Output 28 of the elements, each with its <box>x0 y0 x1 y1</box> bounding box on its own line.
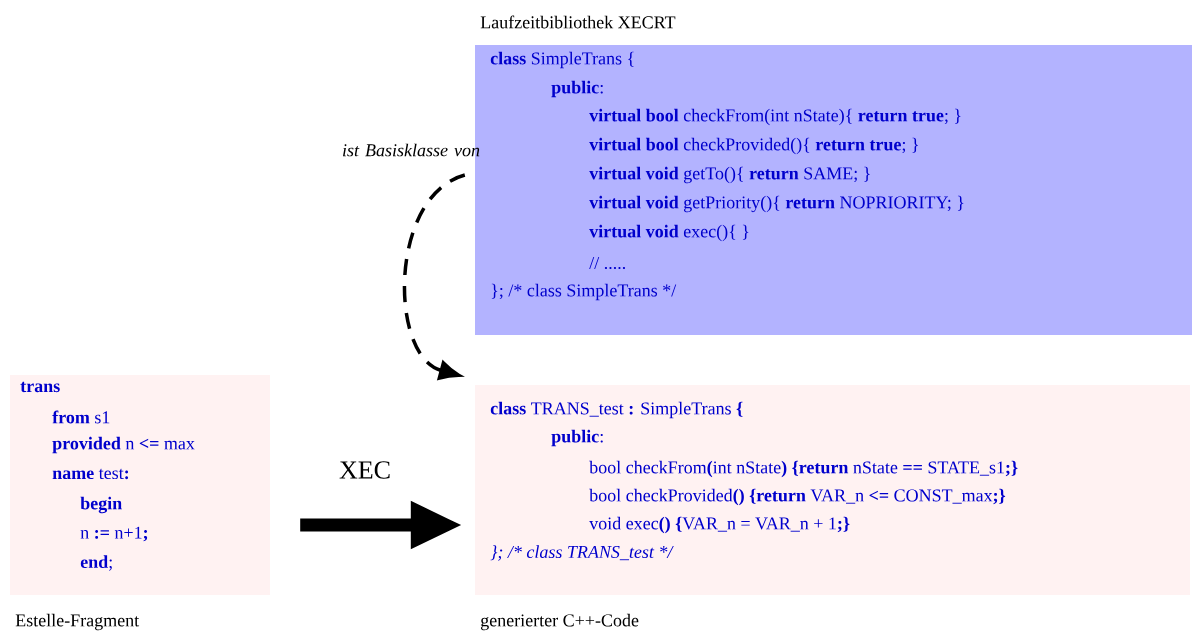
code-line: virtual void getPriority(){ return NOPRIORITY; } <box>589 195 964 213</box>
code-line: trans <box>20 381 60 393</box>
code-line: }; /* class SimpleTrans */ <box>491 283 677 301</box>
edge-label: ist Basisklasse von <box>343 143 480 157</box>
box-heading: Estelle-Fragment <box>15 613 140 631</box>
code-line: virtual bool checkProvided(){ return true; } <box>589 137 918 155</box>
code-line: virtual bool checkFrom(int nState){ return true; } <box>589 108 961 126</box>
box-heading: generierter C++-Code <box>480 613 639 631</box>
code-line: class SimpleTrans { <box>490 51 634 69</box>
code-line: public: <box>551 80 603 98</box>
arrow <box>403 173 466 380</box>
code-line: class TRANS_test : SimpleTrans { <box>490 401 743 419</box>
code-line: end; <box>80 555 112 571</box>
code-line: from s1 <box>52 410 110 424</box>
code-line: bool checkFrom(int nState) {return nState == STATE_s1;} <box>589 460 1018 478</box>
code-line: public: <box>551 429 603 447</box>
code-line: // ..... <box>589 256 625 270</box>
code-line: name test: <box>52 468 129 480</box>
code-line: bool checkProvided() {return VAR_n <= CONST_max;} <box>589 488 1006 506</box>
code-line: virtual void exec(){ } <box>589 224 749 242</box>
code-line: }; /* class TRANS_test */ <box>490 545 674 561</box>
box-heading: Laufzeitbibliothek XECRT <box>480 15 676 29</box>
code-line: n := n+1; <box>80 526 148 542</box>
code-line: virtual void getTo(){ return SAME; } <box>589 166 870 184</box>
code-line: void exec() {VAR_n = VAR_n + 1;} <box>589 516 850 534</box>
code-line: begin <box>80 496 122 514</box>
code-line: provided n <= max <box>52 436 195 454</box>
edge-label: XEC <box>339 461 390 479</box>
